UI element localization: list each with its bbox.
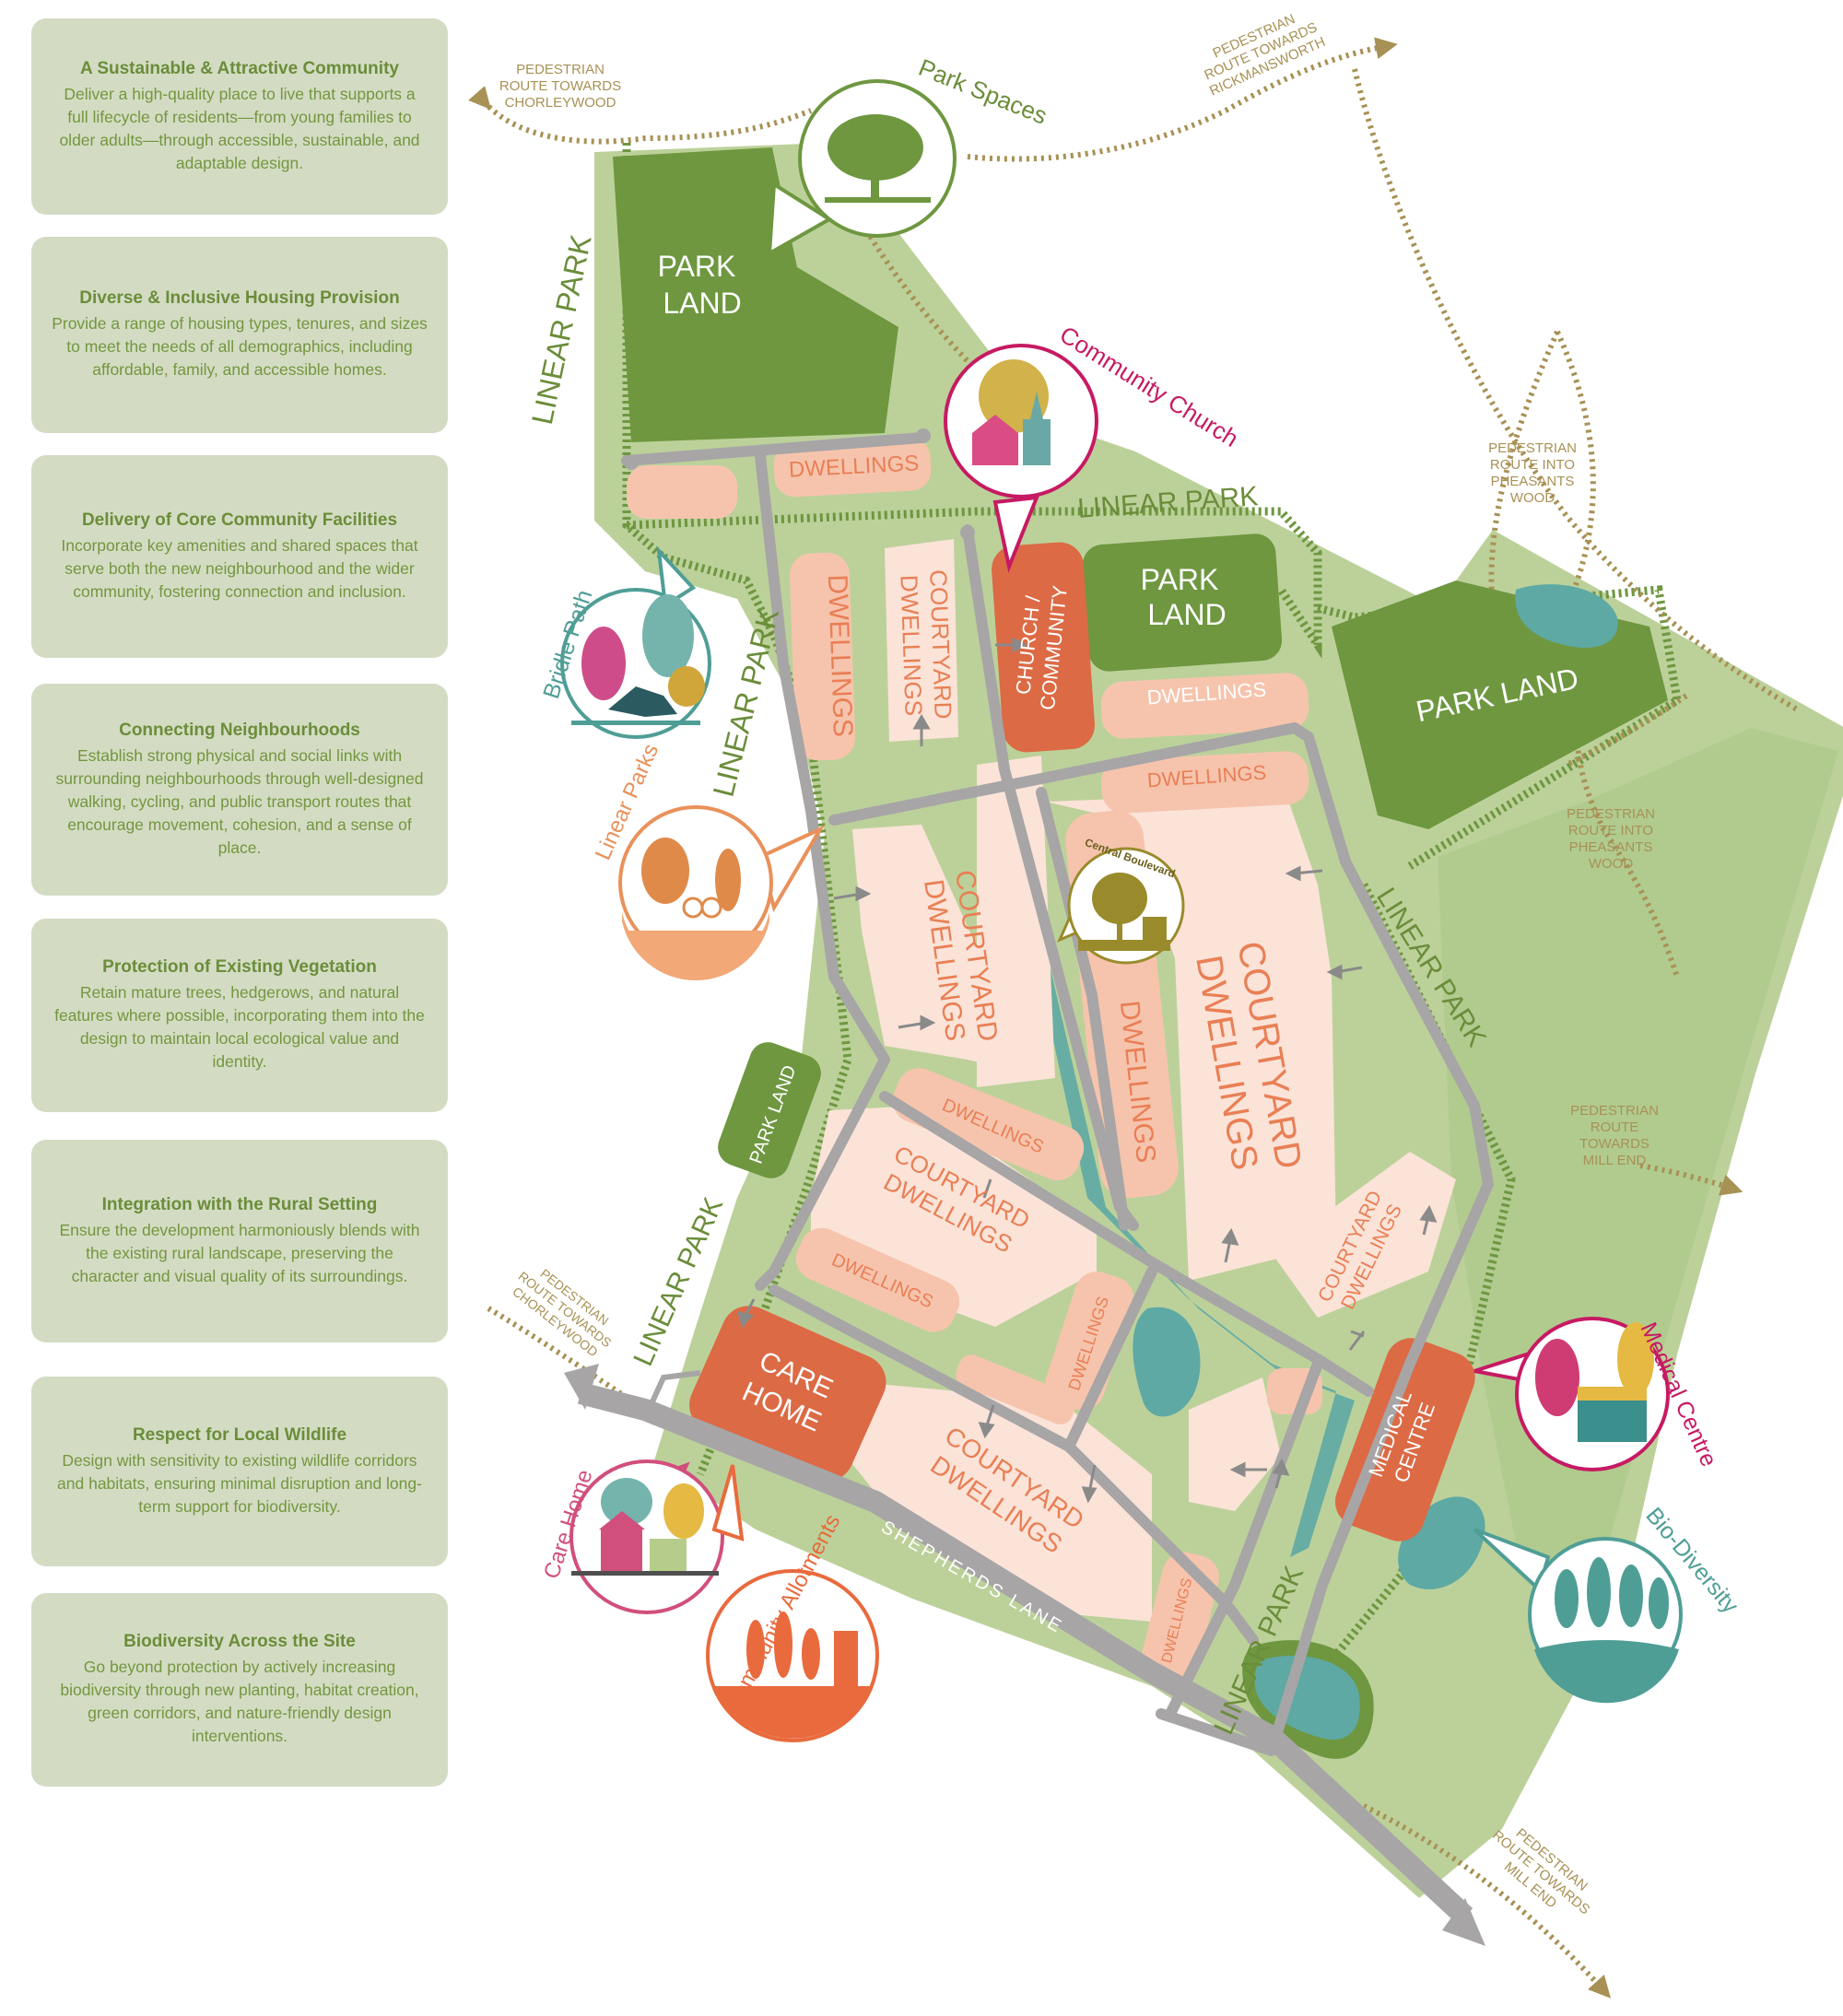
tree-icon <box>641 838 689 904</box>
svg-text:ROUTE INTO: ROUTE INTO <box>1490 457 1575 473</box>
principle-title: Respect for Local Wildlife <box>132 1424 347 1445</box>
callout-community-allotments: Community Allotments <box>706 1464 879 1742</box>
principle-text: Establish strong physical and social lin… <box>55 745 424 857</box>
church-icon <box>972 433 1018 465</box>
principle-panel: Delivery of Core Community Facilities In… <box>31 455 448 658</box>
park-land-label: LAND <box>1147 598 1226 631</box>
road-end <box>624 455 639 470</box>
roads <box>621 432 1494 1756</box>
principle-title: Diverse & Inclusive Housing Provision <box>79 288 400 308</box>
principle-title: Biodiversity Across the Site <box>123 1632 356 1651</box>
svg-text:PHEASANTS: PHEASANTS <box>1491 474 1575 489</box>
principle-title: Integration with the Rural Setting <box>101 1194 378 1214</box>
linear-park-label: LINEAR PARK <box>525 232 598 428</box>
medical-centre-block <box>1334 1338 1475 1541</box>
tree-icon <box>581 627 626 700</box>
dwelling-blocks <box>811 539 1456 1622</box>
route-label-rickmansworth: PEDESTRIAN ROUTE TOWARDS RICKMANSWORTH <box>1202 11 1328 99</box>
principle-panel: Diverse & Inclusive Housing Provision Pr… <box>31 237 448 433</box>
principle-title: A Sustainable & Attractive Community <box>80 58 399 78</box>
svg-text:PHEASANTS: PHEASANTS <box>1569 839 1653 855</box>
svg-text:WOOD: WOOD <box>1589 856 1633 872</box>
callout-central-boulevard: Central Boulevard <box>1057 836 1185 965</box>
principle-text: Incorporate key amenities and shared spa… <box>61 535 418 601</box>
svg-text:PEDESTRIAN: PEDESTRIAN <box>516 62 605 77</box>
principle-panel: Integration with the Rural Setting Ensur… <box>31 1140 448 1342</box>
principle-panel: Connecting Neighbourhoods Establish stro… <box>31 684 448 896</box>
svg-text:TOWARDS: TOWARDS <box>1579 1136 1649 1152</box>
route-label-chorleywood-left: PEDESTRIAN ROUTE TOWARDS CHORLEYWOOD <box>510 1266 614 1360</box>
park-land-nw <box>613 147 898 442</box>
tree-icon <box>1535 1339 1579 1416</box>
tree-icon <box>1555 1569 1579 1628</box>
svg-text:ROUTE INTO: ROUTE INTO <box>1568 823 1653 838</box>
shepherds-lane <box>578 1382 1473 1925</box>
svg-text:ROUTE: ROUTE <box>1591 1119 1639 1135</box>
road-end <box>916 428 931 443</box>
hedgerow <box>1316 585 1682 870</box>
callout-linear-parks: Linear Parks <box>591 740 825 980</box>
principle-text: Provide a range of housing types, tenure… <box>52 314 428 379</box>
principle-text: Design with sensitivity to existing wild… <box>57 1450 422 1516</box>
park-land-label: PARK <box>1141 563 1219 596</box>
svg-text:WOOD: WOOD <box>1510 490 1555 506</box>
svg-text:CHORLEYWOOD: CHORLEYWOOD <box>505 95 616 111</box>
road-end <box>960 525 975 540</box>
callout-bridle-path: Bridle Path <box>538 545 711 739</box>
park-land-label: PARK <box>658 250 736 283</box>
principle-title: Delivery of Core Community Facilities <box>81 510 398 530</box>
principle-text: Go beyond protection by actively increas… <box>60 1658 419 1745</box>
route-label-chorleywood-top: PEDESTRIAN ROUTE TOWARDS CHORLEYWOOD <box>499 62 621 111</box>
principle-panel: A Sustainable & Attractive Community Del… <box>31 18 448 215</box>
svg-text:DWELLINGS: DWELLINGS <box>895 574 927 716</box>
svg-text:PEDESTRIAN: PEDESTRIAN <box>1488 440 1577 456</box>
access-arrows <box>736 637 1438 1504</box>
tree-icon <box>828 114 923 181</box>
park-land-label: LAND <box>663 287 741 320</box>
boulevard-water <box>1018 802 1355 1557</box>
svg-text:PEDESTRIAN: PEDESTRIAN <box>1570 1103 1659 1119</box>
svg-text:MILL END: MILL END <box>1583 1153 1647 1168</box>
callout-bio-diversity: Bio-Diversity <box>1473 1503 1743 1704</box>
park-land-centre <box>1082 533 1283 672</box>
dwellings-label: DWELLINGS <box>822 574 858 738</box>
route-label-mill-end-bottom: PEDESTRIAN ROUTE TOWARDS MILL END <box>1489 1825 1592 1917</box>
tree-icon <box>601 1478 652 1526</box>
svg-text:PEDESTRIAN: PEDESTRIAN <box>1567 806 1655 822</box>
tree-icon <box>979 359 1049 433</box>
building-icon <box>1578 1401 1647 1442</box>
lane-arrow-east <box>1442 1898 1485 1946</box>
house-icon <box>601 1530 642 1571</box>
principle-panel: Respect for Local Wildlife Design with s… <box>31 1377 448 1566</box>
callout-park-spaces: Park Spaces <box>767 53 1051 257</box>
lane-branch <box>647 1370 701 1410</box>
dwelling-strips <box>627 437 1322 1682</box>
principle-text: Ensure the development harmoniously blen… <box>59 1220 420 1285</box>
tree-icon <box>1092 873 1147 924</box>
horse-rider-icon <box>608 686 677 717</box>
plant-icon <box>746 1620 765 1679</box>
principle-title: Connecting Neighbourhoods <box>119 720 360 740</box>
park-land-small <box>718 1042 821 1178</box>
courtyard-label: COURTYARD DWELLINGS <box>895 569 957 720</box>
callout-care-home: Care Home <box>539 1459 724 1614</box>
pond <box>1515 584 1618 648</box>
svg-text:ROUTE TOWARDS: ROUTE TOWARDS <box>499 78 621 94</box>
route-label-pheasants-wood: PEDESTRIAN ROUTE INTO PHEASANTS WOOD <box>1488 440 1577 506</box>
principle-panel: Biodiversity Across the Site Go beyond p… <box>31 1593 448 1787</box>
svg-text:COURTYARD: COURTYARD <box>924 569 957 720</box>
church-community-block <box>992 542 1096 753</box>
principle-text: Retain mature trees, hedgerows, and natu… <box>54 983 425 1071</box>
route-label-pheasants-wood: PEDESTRIAN ROUTE INTO PHEASANTS WOOD <box>1567 806 1655 872</box>
principle-title: Protection of Existing Vegetation <box>102 957 377 977</box>
pond <box>1133 1307 1201 1417</box>
lane-arrow-west <box>564 1364 599 1410</box>
linear-park-label: LINEAR PARK <box>707 604 786 800</box>
hedgerow <box>626 507 1322 659</box>
principle-panel: Protection of Existing Vegetation Retain… <box>31 919 448 1112</box>
principle-text: Deliver a high-quality place to live tha… <box>59 84 420 172</box>
route-label-mill-end: PEDESTRIAN ROUTE TOWARDS MILL END <box>1570 1103 1659 1168</box>
